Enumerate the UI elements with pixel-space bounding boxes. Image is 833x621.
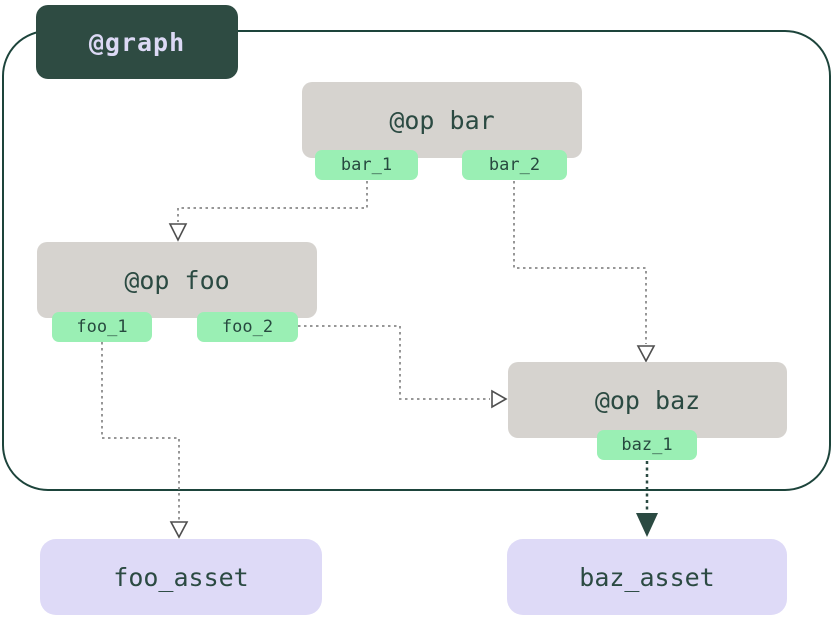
output-tab-bar-1[interactable]: bar_1 — [315, 150, 418, 180]
op-node-baz[interactable]: @op baz — [508, 362, 787, 438]
output-tab-baz-1[interactable]: baz_1 — [597, 430, 697, 460]
output-tab-foo-1[interactable]: foo_1 — [52, 312, 152, 342]
filled-arrowhead-icon — [636, 513, 658, 537]
graph-badge[interactable]: @graph — [36, 5, 238, 79]
op-title: @op baz — [594, 385, 701, 415]
op-title: @op foo — [124, 265, 230, 295]
output-tab-label: bar_2 — [488, 155, 541, 175]
asset-node-foo-asset[interactable]: foo_asset — [40, 539, 322, 615]
hollow-arrowhead-icon — [169, 521, 189, 539]
output-tab-label: bar_1 — [340, 155, 393, 175]
op-node-bar[interactable]: @op bar — [302, 82, 582, 158]
output-tab-label: foo_1 — [76, 317, 128, 337]
output-tab-label: foo_2 — [221, 317, 274, 337]
op-title: @op bar — [389, 105, 495, 135]
graph-boundary — [2, 30, 831, 491]
asset-label: foo_asset — [113, 562, 249, 592]
output-tab-foo-2[interactable]: foo_2 — [197, 312, 298, 342]
output-tab-bar-2[interactable]: bar_2 — [462, 150, 567, 180]
asset-node-baz-asset[interactable]: baz_asset — [507, 539, 787, 615]
asset-label: baz_asset — [579, 562, 715, 592]
output-tab-label: baz_1 — [621, 435, 673, 455]
graph-badge-label: @graph — [88, 27, 186, 57]
op-node-foo[interactable]: @op foo — [37, 242, 317, 318]
